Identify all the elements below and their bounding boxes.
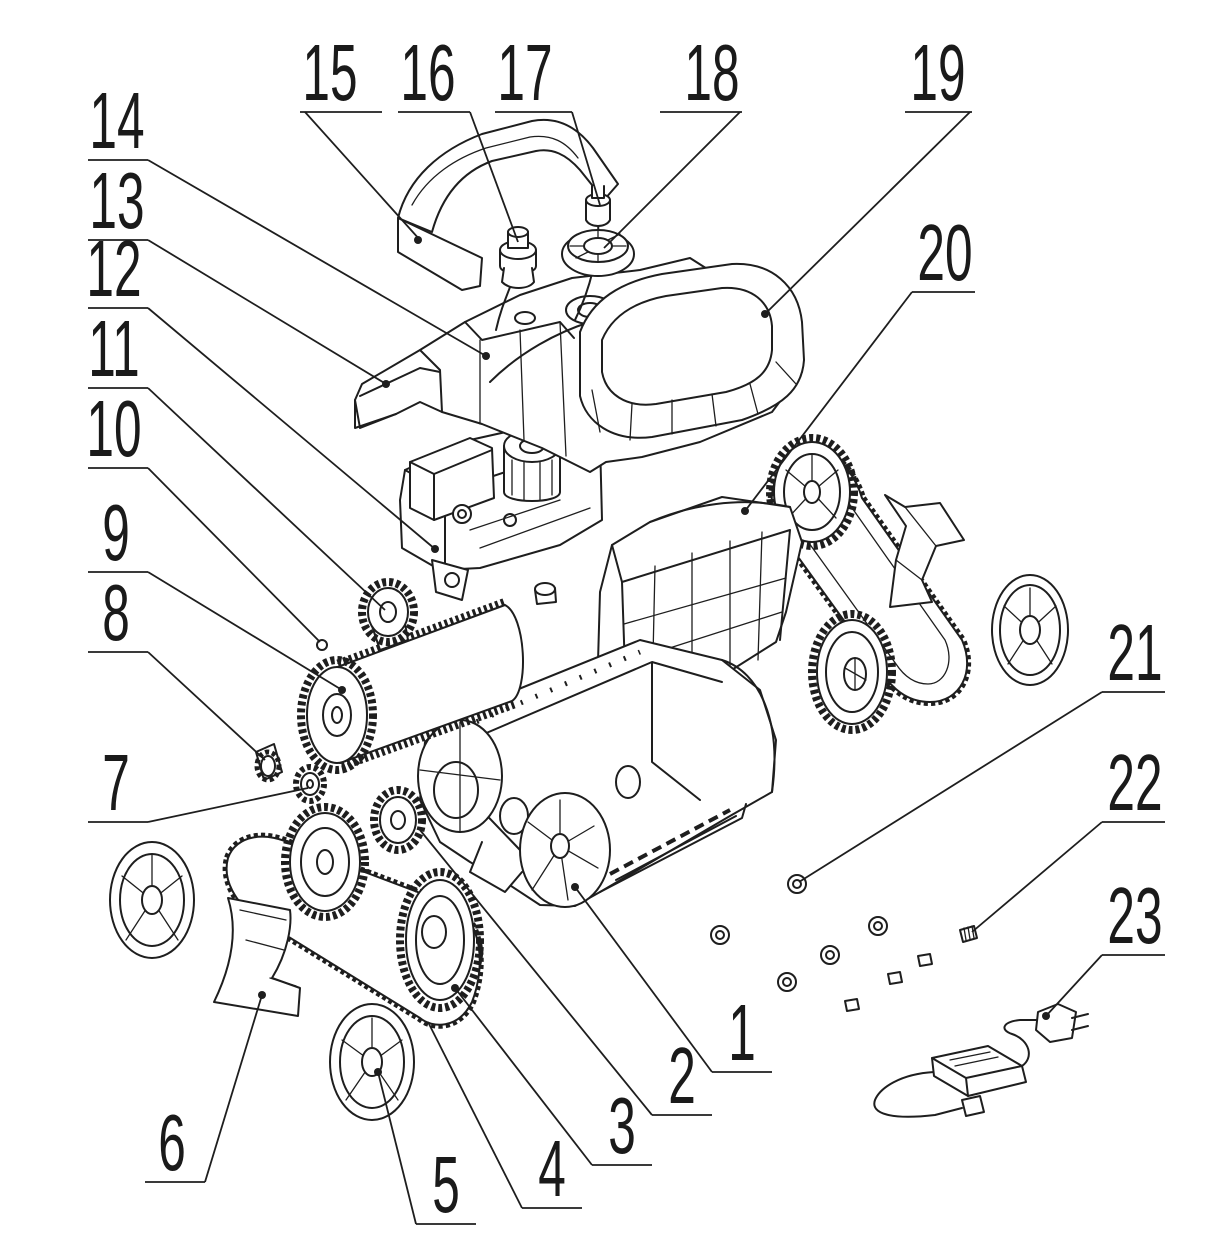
part-number-label: 10 [86,385,141,474]
part-number-label: 5 [432,1141,460,1230]
leader-line [147,651,266,761]
callout-22: 22 [971,739,1165,933]
leader-line [147,571,343,691]
part-number-label: 19 [910,29,965,118]
callout-10: 10 [86,385,321,643]
callout-16: 16 [398,29,519,243]
float-cap [561,229,635,277]
bushing-set [710,874,888,992]
callout-12: 12 [86,225,436,550]
leader-line [377,1071,417,1225]
screw-set [844,925,978,1012]
leader-line [204,994,263,1183]
part-number-label: 9 [102,489,130,578]
part-number-label: 15 [302,29,357,118]
part-number-label: 7 [102,739,130,828]
leader-line [147,239,387,385]
side-guard-left [213,897,301,1017]
part-number-label: 13 [89,157,144,246]
part-number-label: 18 [684,29,739,118]
part-number-label: 6 [158,1099,186,1188]
chassis-frame [417,639,777,908]
drive-gear-lower [370,786,426,854]
callouts: 15 16 17 18 19 14 13 [86,29,1165,1230]
bushing-gear [254,743,283,783]
hubcap-left-front [329,1003,415,1121]
leader-line [971,821,1103,933]
part-number-label: 3 [608,1082,636,1171]
callout-6: 6 [145,994,263,1188]
callout-14: 14 [88,77,487,357]
pin [316,639,328,651]
leader-line [147,387,386,611]
drive-wheel-left-front [396,868,484,1012]
drive-wheel-left-rear [281,803,369,921]
callout-19: 19 [764,29,972,315]
leader-line [419,829,653,1116]
part-number-label: 22 [1107,739,1162,828]
leader-line [571,111,601,206]
leader-line [147,467,321,643]
leader-line [147,787,309,823]
leader-line [304,111,421,241]
part-number-label: 2 [668,1032,696,1121]
side-guard-right [884,494,965,608]
callout-21: 21 [798,609,1165,883]
cable-connector [495,226,537,331]
bearing-cap [534,582,557,605]
leader-line [744,291,913,512]
part-number-label: 20 [917,209,972,298]
callout-17: 17 [495,29,601,206]
leader-line [147,159,487,357]
callout-1: 1 [574,886,772,1078]
drive-wheel-right-front [808,610,896,734]
leader-line [798,691,1103,883]
part-number-label: 16 [400,29,455,118]
leader-line [574,886,713,1073]
callout-23: 23 [1045,872,1165,1017]
callout-8: 8 [88,569,266,761]
leader-line [764,111,971,315]
leader-line [469,111,519,243]
hubcap-left-rear [109,841,195,959]
part-number-label: 21 [1107,609,1162,698]
handle-bumper [397,118,619,291]
callout-7: 7 [88,739,309,828]
leader-line [603,111,741,249]
part-number-label: 11 [88,305,139,394]
hubcap-right [991,574,1069,686]
callout-2: 2 [419,829,712,1121]
part-number-label: 12 [86,225,141,314]
callout-18: 18 [603,29,742,249]
brush-roller [297,597,524,774]
callout-11: 11 [88,305,386,611]
callout-13: 13 [88,157,387,385]
callout-3: 3 [454,987,652,1171]
leader-line [427,1021,523,1209]
part-number-label: 4 [538,1125,566,1214]
power-adapter [873,1003,1089,1118]
part-number-label: 23 [1107,872,1162,961]
callout-4: 4 [427,1021,582,1214]
callout-9: 9 [88,489,343,691]
callout-20: 20 [744,209,975,512]
part-number-label: 1 [728,989,756,1078]
motor-housing [399,419,603,601]
leader-line [147,307,436,550]
drive-wheel-right-rear [766,434,858,550]
robot-exploded-drawing [109,118,1089,1121]
top-hood [579,262,805,441]
leader-line [1045,954,1103,1017]
part-number-label: 8 [102,569,130,658]
callout-5: 5 [377,1071,476,1230]
part-number-label: 14 [89,77,144,166]
callout-15: 15 [300,29,421,241]
swivel-fitting [574,185,611,321]
small-gear [293,764,327,804]
part-number-label: 17 [497,29,552,118]
drive-gear-upper [358,578,418,651]
leader-line [454,987,593,1166]
